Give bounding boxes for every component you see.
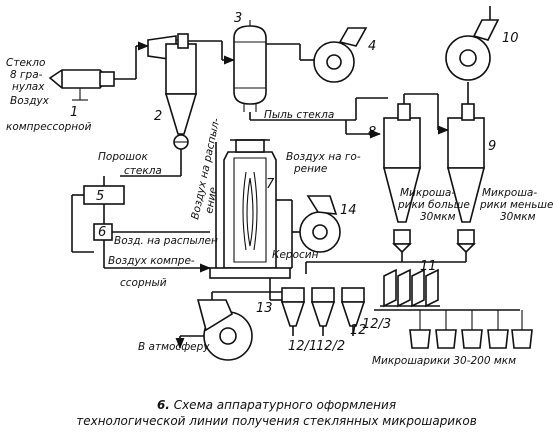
number-5: 5 — [96, 189, 104, 204]
number-12: 12 — [350, 323, 367, 338]
label-micro-bigger-line2: рики больше — [397, 199, 470, 211]
fan-4 — [313, 27, 368, 83]
number-14: 14 — [340, 203, 357, 218]
label-glass-8-line3: нулах — [12, 81, 45, 93]
figure-title-line2: технологической линии получения стеклянн… — [76, 414, 477, 428]
label-glass-powder-line1: Порошок — [98, 151, 148, 163]
label-air-compressor-line1: Воздух — [10, 95, 50, 107]
label-air-dispersion-vertical-2: ение — [203, 186, 219, 214]
number-1: 1 — [70, 105, 78, 120]
label-micro-smaller-line1: Микроша- — [482, 187, 537, 199]
screw-feeder-1 — [48, 69, 115, 101]
number-12-3: 12/3 — [362, 317, 391, 332]
cyclone-9 — [446, 103, 486, 254]
number-11: 11 — [420, 259, 437, 274]
label-micro-smaller-line2: рики меньше — [479, 199, 553, 211]
number-12-1: 12/1 — [288, 339, 317, 354]
label-air-compressor-2-line1: Воздух компре- — [108, 255, 195, 267]
number-7: 7 — [266, 177, 275, 192]
number-12-2: 12/2 — [316, 339, 345, 354]
furnace-7 — [209, 139, 291, 279]
number-4: 4 — [368, 39, 376, 54]
label-air-compressor-2-line2: ссорный — [120, 277, 167, 289]
number-10: 10 — [502, 31, 519, 46]
cyclone-bank-12 — [280, 287, 366, 327]
figure-number: 6. — [156, 398, 170, 412]
label-micro-range: Микрошарики 30-200 мкм — [372, 355, 516, 367]
number-9: 9 — [488, 139, 496, 154]
collector-11 — [380, 268, 440, 308]
label-micro-bigger-line3: 30мкм — [420, 211, 456, 223]
label-air-to-dispersion: Возд. на распылен — [114, 235, 218, 247]
label-glass-powder-line2: стекла — [124, 165, 162, 177]
label-micro-smaller-line3: 30мкм — [500, 211, 536, 223]
number-13: 13 — [256, 301, 273, 316]
number-8: 8 — [368, 125, 376, 140]
label-air-combustion-line1: Воздух на го- — [286, 151, 361, 163]
label-glass-8-line2: 8 гра- — [10, 69, 43, 81]
fan-13 — [196, 299, 253, 361]
label-to-atmosphere: В атмосферу — [138, 341, 210, 353]
label-glass-8-line1: Стекло — [6, 57, 45, 69]
fan-10 — [445, 6, 500, 81]
number-2: 2 — [154, 109, 162, 124]
figure-caption-line2: технологической линии получения стеклянн… — [0, 414, 553, 428]
number-6: 6 — [98, 225, 106, 240]
label-micro-bigger-line1: Микроша- — [400, 187, 455, 199]
fan-14 — [299, 195, 341, 253]
figure-title-line1: Схема аппаратурного оформления — [173, 398, 397, 412]
label-kerosene: Керосин — [272, 249, 319, 261]
filter-vessel-3 — [233, 20, 267, 112]
label-air-combustion-line2: рение — [293, 163, 327, 175]
product-bins — [409, 329, 533, 349]
number-3: 3 — [234, 11, 242, 26]
cyclone-8 — [382, 103, 422, 254]
figure-caption-line1: 6. Схема аппаратурного оформления — [0, 398, 553, 412]
cyclone-2 — [147, 33, 198, 150]
label-air-compressor-line2: компрессорной — [6, 121, 92, 133]
label-glass-dust: Пыль стекла — [264, 109, 334, 121]
